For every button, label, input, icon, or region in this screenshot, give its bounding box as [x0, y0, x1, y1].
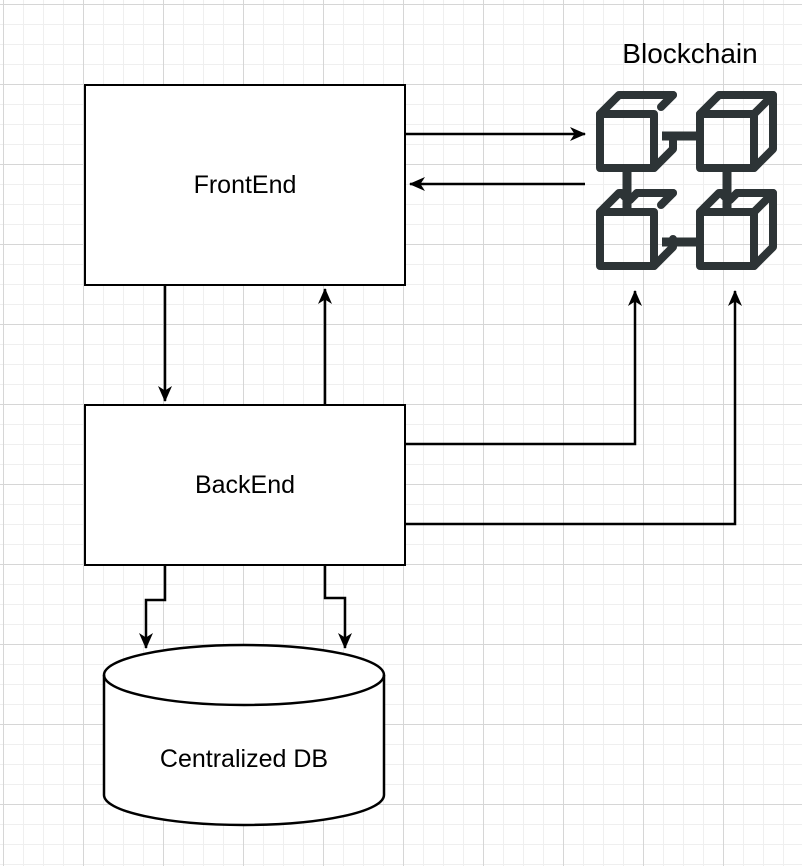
database-label: Centralized DB: [159, 744, 329, 773]
cube-top-left: [596, 91, 677, 172]
node-frontend[interactable]: FrontEnd: [84, 84, 406, 286]
blockchain-label: Blockchain: [622, 38, 758, 69]
backend-label: BackEnd: [194, 470, 296, 499]
node-database[interactable]: Centralized DB: [102, 643, 386, 827]
node-blockchain[interactable]: Blockchain: [585, 30, 795, 280]
blockchain-cubes-icon: [596, 91, 777, 270]
edge-backend-to-blockchain-right[interactable]: [405, 290, 742, 526]
cylinder-shape: [102, 643, 386, 827]
cube-top-right: [696, 91, 777, 172]
node-backend[interactable]: BackEnd: [84, 404, 406, 566]
cube-bottom-left: [596, 189, 677, 270]
edge-backend-to-blockchain-left[interactable]: [405, 290, 642, 446]
cube-bottom-right: [696, 189, 777, 270]
edge-backend-to-database-right[interactable]: [323, 565, 352, 649]
edge-backend-to-database-left[interactable]: [139, 565, 167, 649]
frontend-label: FrontEnd: [193, 170, 297, 199]
